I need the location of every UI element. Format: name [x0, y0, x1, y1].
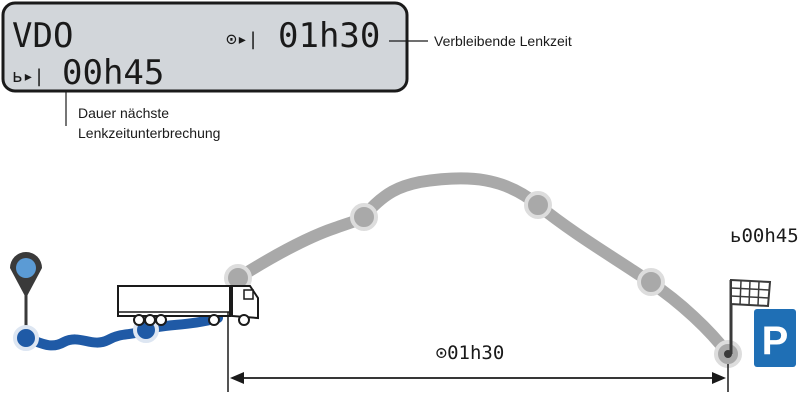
callout-remaining-drive-time: Verbleibende Lenkzeit [389, 33, 572, 49]
dimension-arrow-left [230, 372, 244, 384]
waypoint-remaining [637, 268, 665, 296]
start-pin-icon [10, 252, 42, 334]
waypoint-remaining [350, 203, 378, 231]
drive-span-dimension: ⊙01h30 [227, 312, 729, 392]
drive-span-label: ⊙01h30 [436, 342, 505, 364]
display-frame [1, 1, 409, 93]
truck-wheel [144, 314, 156, 326]
display-remaining-drive-time: 01h30 [278, 16, 380, 56]
tachograph-display: VDO ⊙▸| 01h30 ь▸| 00h45 [1, 1, 409, 93]
finish-flag-icon [729, 278, 772, 354]
callout-next-break: Dauer nächste Lenkzeitunterbrechung [65, 90, 220, 141]
route-driven [21, 313, 223, 351]
display-title: VDO [12, 16, 73, 56]
callout-remaining-label: Verbleibende Lenkzeit [434, 33, 572, 49]
parking-sign-background [754, 309, 796, 367]
truck-window [243, 289, 254, 300]
break-icon: ь▸| [12, 66, 45, 87]
callout-break-label-line2: Lenkzeitunterbrechung [78, 125, 220, 141]
callout-break-label-line1: Dauer nächste [78, 105, 169, 121]
route-remaining [232, 172, 734, 360]
truck-wheel [208, 314, 220, 326]
dimension-arrow-right [712, 372, 726, 384]
truck-wheel [238, 314, 250, 326]
route-break-label: ь00h45 [730, 225, 799, 247]
display-next-break-duration: 00h45 [62, 53, 164, 93]
truck-icon [117, 285, 259, 326]
waypoint-start [13, 325, 39, 351]
waypoint-remaining [524, 191, 552, 219]
parking-sign-letter: P [762, 319, 789, 363]
start-pin-dot [16, 258, 36, 278]
truck-trailer [117, 285, 231, 317]
flag-checker-pattern [730, 280, 770, 306]
truck-wheel [133, 314, 145, 326]
truck-wheel [155, 314, 167, 326]
parking-sign-icon: P [754, 309, 796, 367]
drive-time-icon: ⊙▸| [226, 29, 259, 50]
